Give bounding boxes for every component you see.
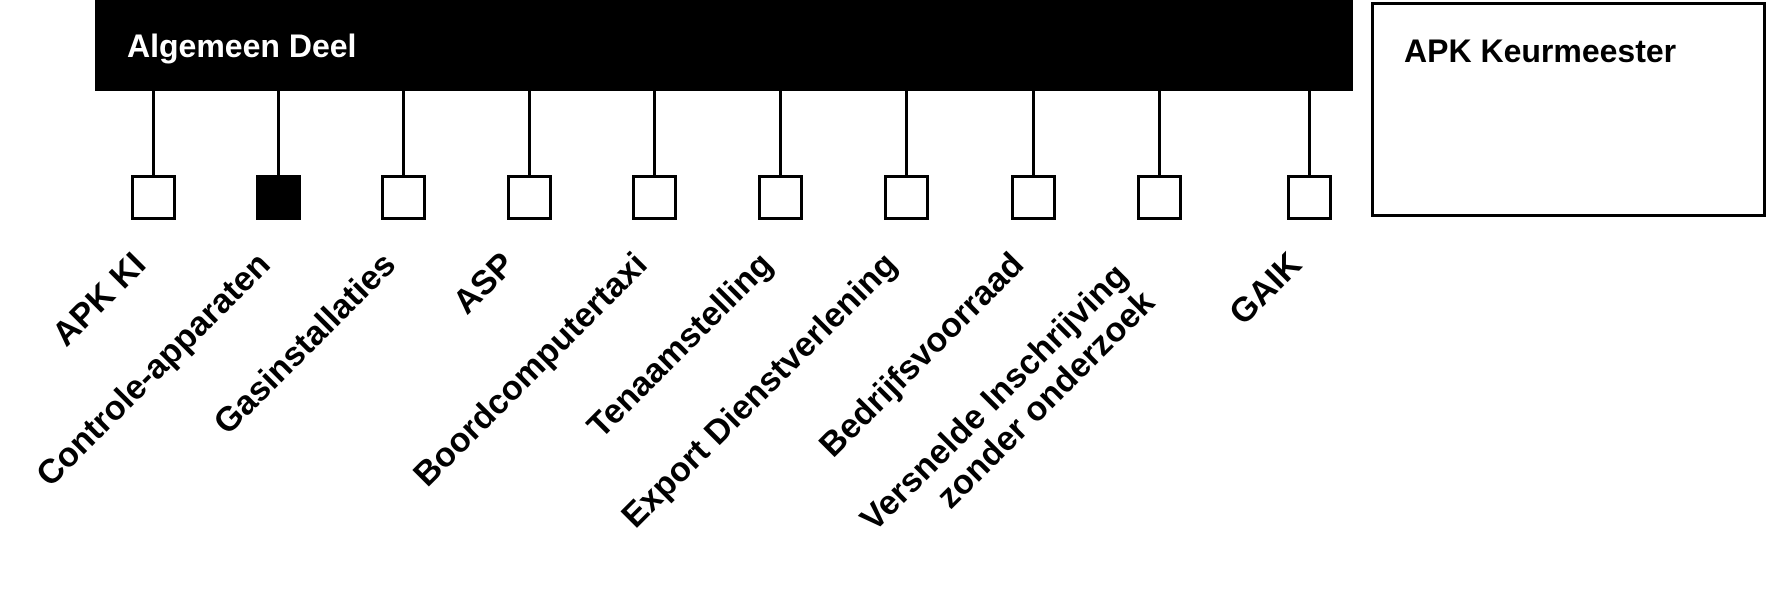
module-checkbox[interactable] (507, 175, 552, 220)
connector-line (1032, 91, 1035, 175)
module-label: GAIK (1222, 245, 1309, 332)
module-checkbox[interactable] (884, 175, 929, 220)
connector-line (152, 91, 155, 175)
module-label-text: APK KI (44, 245, 153, 354)
module-label-text: Boordcomputertaxi (406, 245, 655, 494)
module-checkbox[interactable] (256, 175, 301, 220)
connector-line (1308, 91, 1311, 175)
connector-line (277, 91, 280, 175)
algemeen-deel-title: Algemeen Deel (127, 28, 357, 64)
module-checkbox[interactable] (1011, 175, 1056, 220)
module-label: Boordcomputertaxi (406, 245, 655, 494)
apk-keurmeester-title: APK Keurmeester (1404, 33, 1677, 69)
module-checkbox[interactable] (1287, 175, 1332, 220)
module-label: ASP (446, 245, 522, 321)
module-label-text: Controle-apparaten (29, 245, 278, 494)
module-label: APK KI (45, 245, 153, 353)
module-checkbox[interactable] (1137, 175, 1182, 220)
connector-line (653, 91, 656, 175)
module-checkbox[interactable] (381, 175, 426, 220)
module-checkbox[interactable] (758, 175, 803, 220)
module-label: Controle-apparaten (29, 245, 278, 494)
connector-line (402, 91, 405, 175)
connector-line (779, 91, 782, 175)
module-checkbox[interactable] (131, 175, 176, 220)
module-checkbox[interactable] (632, 175, 677, 220)
algemeen-deel-bar: Algemeen Deel (95, 0, 1353, 91)
connector-line (528, 91, 531, 175)
connector-line (905, 91, 908, 175)
apk-keurmeester-box: APK Keurmeester (1371, 2, 1766, 217)
module-label-text: ASP (445, 245, 522, 322)
connector-line (1158, 91, 1161, 175)
module-label-text: GAIK (1222, 245, 1309, 333)
